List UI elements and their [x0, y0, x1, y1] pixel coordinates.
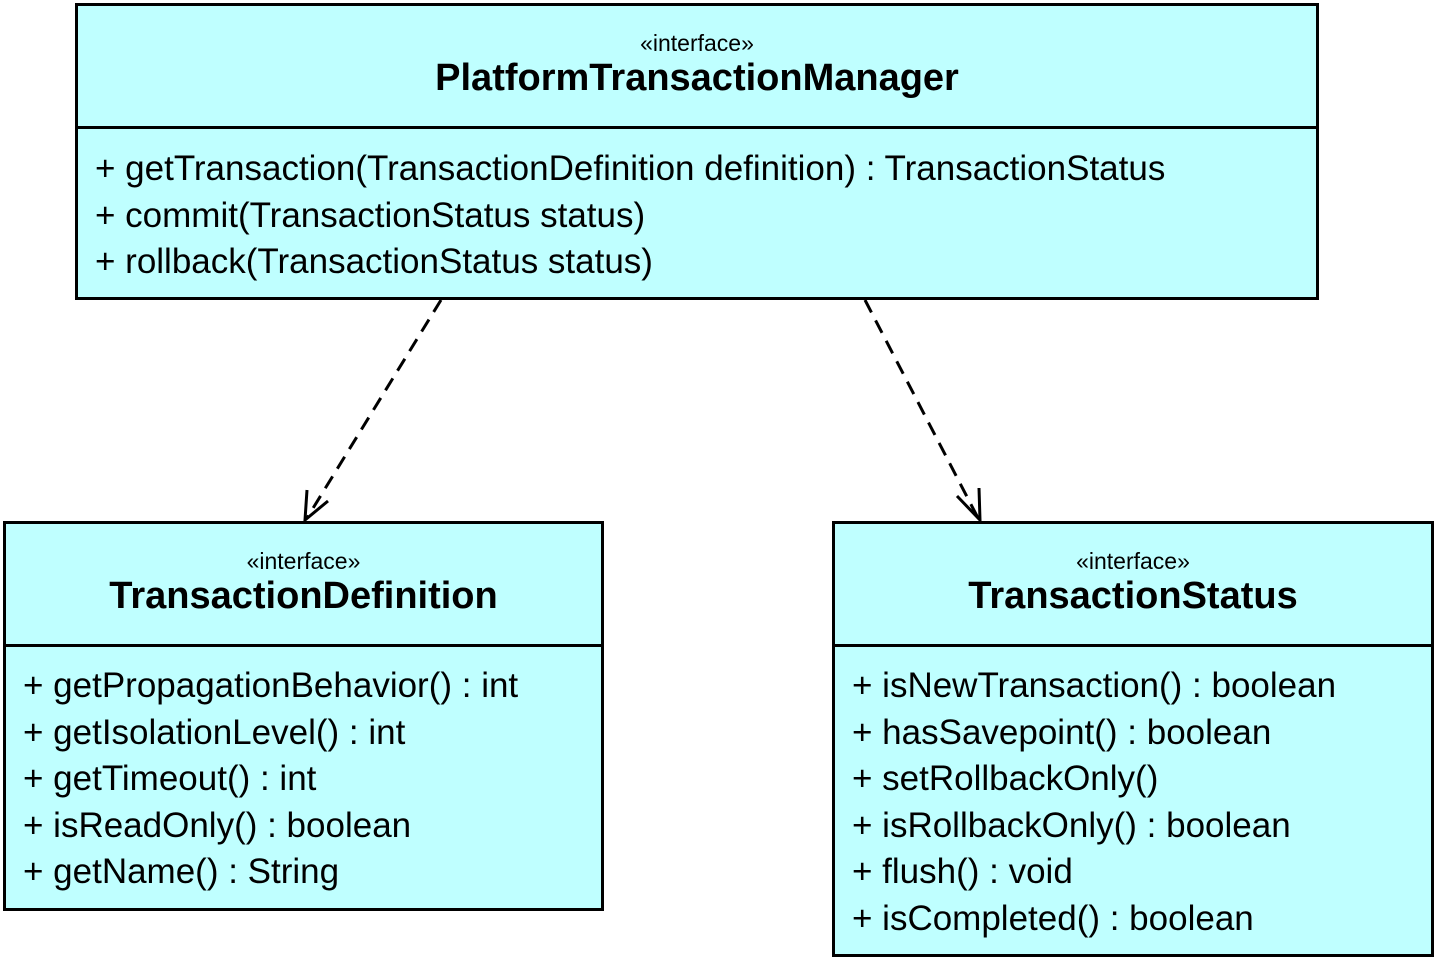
- method-item: + isNewTransaction() : boolean: [852, 666, 1337, 705]
- class-header: «interface» TransactionDefinition: [6, 524, 601, 647]
- method-item: + hasSavepoint() : boolean: [852, 712, 1272, 752]
- stereotype-label: «interface»: [640, 30, 754, 56]
- class-header: «interface» TransactionStatus: [835, 524, 1431, 647]
- method-item: + isCompleted() : boolean: [852, 898, 1254, 938]
- method-item: + getIsolationLevel() : int: [23, 712, 406, 752]
- method-item: + rollback(TransactionStatus status): [95, 242, 653, 281]
- stereotype-label: «interface»: [1076, 548, 1190, 574]
- class-name: TransactionStatus: [968, 575, 1298, 617]
- method-list: + getTransaction(TransactionDefinition d…: [78, 129, 1316, 286]
- dependency-arrow-to-transaction-definition: [303, 299, 443, 524]
- method-item: + flush() : void: [852, 852, 1073, 891]
- method-item: + isRollbackOnly() : boolean: [852, 805, 1291, 845]
- method-item: + getName() : String: [23, 852, 340, 891]
- method-item: + getTransaction(TransactionDefinition d…: [95, 149, 1166, 188]
- class-name: PlatformTransactionManager: [435, 57, 959, 99]
- method-item: + getTimeout() : int: [23, 759, 317, 798]
- class-header: «interface» PlatformTransactionManager: [78, 6, 1316, 129]
- open-arrowhead-right: [955, 487, 982, 524]
- class-platform-transaction-manager[interactable]: «interface» PlatformTransactionManager +…: [75, 3, 1319, 300]
- open-arrowhead-left: [303, 489, 329, 524]
- dependency-arrow-to-transaction-status: [863, 299, 982, 524]
- method-item: + setRollbackOnly(): [852, 759, 1159, 798]
- method-item: + isReadOnly() : boolean: [23, 805, 412, 845]
- stereotype-label: «interface»: [246, 548, 361, 574]
- class-transaction-definition[interactable]: «interface» TransactionDefinition + getP…: [3, 521, 604, 911]
- dependency-line-left: [305, 299, 443, 519]
- method-list: + getPropagationBehavior() : int + getIs…: [6, 647, 601, 896]
- class-transaction-status[interactable]: «interface» TransactionStatus + isNewTra…: [832, 521, 1434, 957]
- method-item: + commit(TransactionStatus status): [95, 195, 646, 235]
- dependency-line-right: [863, 299, 980, 519]
- method-list: + isNewTransaction() : boolean + hasSave…: [835, 647, 1431, 942]
- method-item: + getPropagationBehavior() : int: [23, 666, 519, 705]
- class-name: TransactionDefinition: [109, 575, 498, 617]
